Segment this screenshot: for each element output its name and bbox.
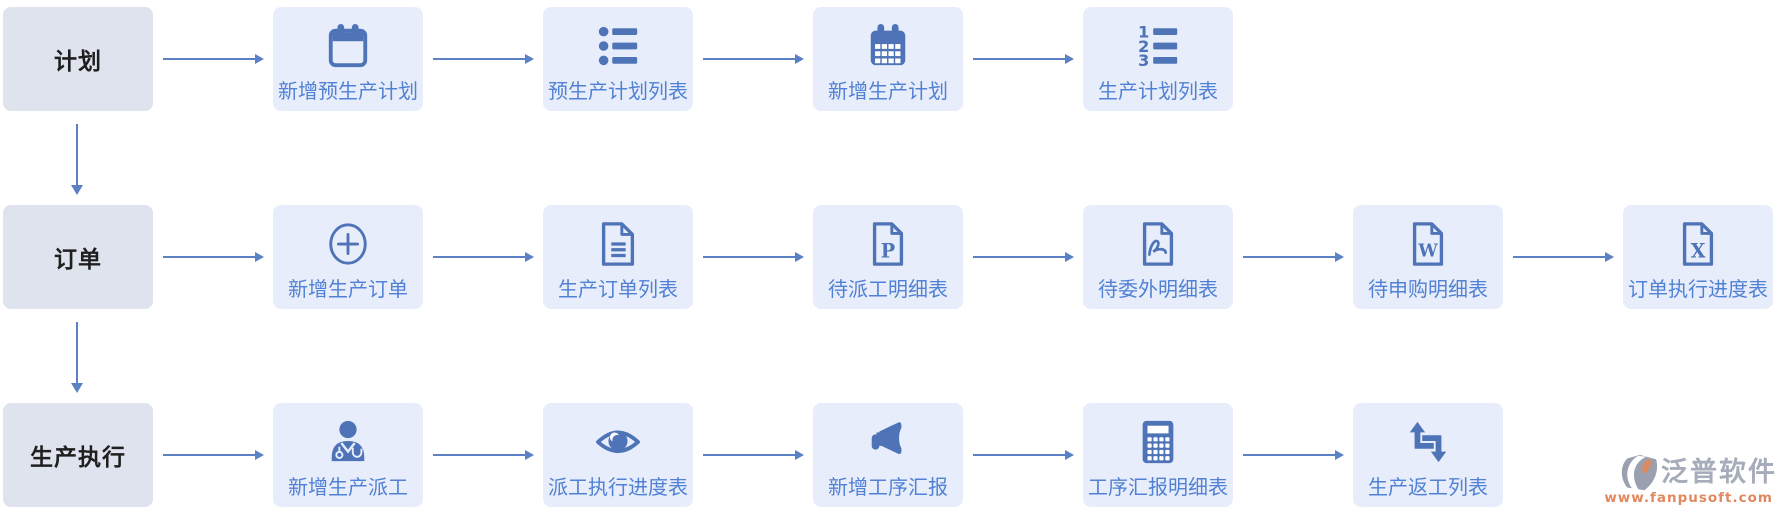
fanpu-logo-icon <box>1620 454 1658 492</box>
calendar-icon <box>325 15 371 77</box>
arrow-right-icon <box>963 7 1083 111</box>
arrow-right-icon <box>963 205 1083 309</box>
arrow-right-icon <box>1233 205 1353 309</box>
calendar-grid-icon <box>865 15 911 77</box>
step-add-process-report[interactable]: 新增工序汇报 <box>813 403 963 507</box>
step-pending-outsource-detail[interactable]: 待委外明细表 <box>1083 205 1233 309</box>
arrow-right-icon <box>963 403 1083 507</box>
category-production-execution: 生产执行 <box>3 403 153 507</box>
flow-row-plan: 计划 新增预生产计划 预生产计划列表 <box>3 7 1233 111</box>
step-process-report-detail[interactable]: 工序汇报明细表 <box>1083 403 1233 507</box>
arrow-right-icon <box>693 7 813 111</box>
file-lines-icon <box>595 213 641 275</box>
rework-loop-icon <box>1405 411 1451 473</box>
step-label: 新增工序汇报 <box>828 475 948 499</box>
arrow-right-icon <box>153 403 273 507</box>
step-production-plan-list[interactable]: 1 2 3 生产计划列表 <box>1083 7 1233 111</box>
svg-text:W: W <box>1417 241 1438 261</box>
step-label: 生产返工列表 <box>1368 475 1488 499</box>
arrow-right-icon <box>693 205 813 309</box>
step-add-production-plan[interactable]: 新增生产计划 <box>813 7 963 111</box>
category-order: 订单 <box>3 205 153 309</box>
file-pdf-icon <box>1135 213 1181 275</box>
plus-circle-icon <box>325 213 371 275</box>
step-order-execution-progress[interactable]: X 订单执行进度表 <box>1623 205 1773 309</box>
step-production-order-list[interactable]: 生产订单列表 <box>543 205 693 309</box>
step-label: 预生产计划列表 <box>548 79 688 103</box>
flow-row-production-execution: 生产执行 新增生产派工 派工执行进度表 <box>3 403 1503 507</box>
step-label: 待申购明细表 <box>1368 277 1488 301</box>
step-label: 新增生产订单 <box>288 277 408 301</box>
eye-icon <box>594 411 642 473</box>
step-pre-production-plan-list[interactable]: 预生产计划列表 <box>543 7 693 111</box>
step-label: 派工执行进度表 <box>548 475 688 499</box>
step-add-production-dispatch[interactable]: 新增生产派工 <box>273 403 423 507</box>
svg-text:2: 2 <box>1138 37 1149 56</box>
file-w-icon: W <box>1405 213 1451 275</box>
watermark-url: www.fanpusoft.com <box>1604 490 1773 506</box>
step-production-rework-list[interactable]: 生产返工列表 <box>1353 403 1503 507</box>
step-pending-purchase-request-detail[interactable]: W 待申购明细表 <box>1353 205 1503 309</box>
file-x-icon: X <box>1675 213 1721 275</box>
arrow-right-icon <box>423 7 543 111</box>
step-label: 生产订单列表 <box>558 277 678 301</box>
category-label: 计划 <box>54 49 102 75</box>
step-add-production-order[interactable]: 新增生产订单 <box>273 205 423 309</box>
svg-text:X: X <box>1691 239 1706 262</box>
arrow-right-icon <box>153 7 273 111</box>
step-label: 待派工明细表 <box>828 277 948 301</box>
category-label: 订单 <box>54 247 102 273</box>
arrow-right-icon <box>423 205 543 309</box>
arrow-down-icon <box>71 322 83 393</box>
file-p-icon: P <box>865 213 911 275</box>
svg-text:3: 3 <box>1138 51 1149 69</box>
step-dispatch-execution-progress[interactable]: 派工执行进度表 <box>543 403 693 507</box>
step-label: 新增预生产计划 <box>278 79 418 103</box>
arrow-right-icon <box>153 205 273 309</box>
arrow-right-icon <box>693 403 813 507</box>
step-label: 生产计划列表 <box>1098 79 1218 103</box>
flow-row-order: 订单 新增生产订单 生产订单列表 P <box>3 205 1773 309</box>
arrow-right-icon <box>423 403 543 507</box>
step-label: 新增生产计划 <box>828 79 948 103</box>
step-label: 工序汇报明细表 <box>1088 475 1228 499</box>
step-add-pre-production-plan[interactable]: 新增预生产计划 <box>273 7 423 111</box>
arrow-right-icon <box>1233 403 1353 507</box>
svg-text:1: 1 <box>1138 23 1149 41</box>
step-pending-dispatch-detail[interactable]: P 待派工明细表 <box>813 205 963 309</box>
watermark-brand: 泛普软件 <box>1661 457 1777 489</box>
step-label: 订单执行进度表 <box>1628 277 1768 301</box>
category-label: 生产执行 <box>30 445 126 471</box>
svg-text:P: P <box>881 239 895 262</box>
list-icon <box>595 15 641 77</box>
megaphone-icon <box>865 411 911 473</box>
step-label: 待委外明细表 <box>1098 277 1218 301</box>
category-plan: 计划 <box>3 7 153 111</box>
watermark: 泛普软件 www.fanpusoft.com <box>1604 454 1777 506</box>
calculator-icon <box>1135 411 1181 473</box>
worker-icon <box>325 411 371 473</box>
arrow-right-icon <box>1503 205 1623 309</box>
arrow-down-icon <box>71 124 83 195</box>
numbered-list-icon: 1 2 3 <box>1135 15 1181 77</box>
step-label: 新增生产派工 <box>288 475 408 499</box>
